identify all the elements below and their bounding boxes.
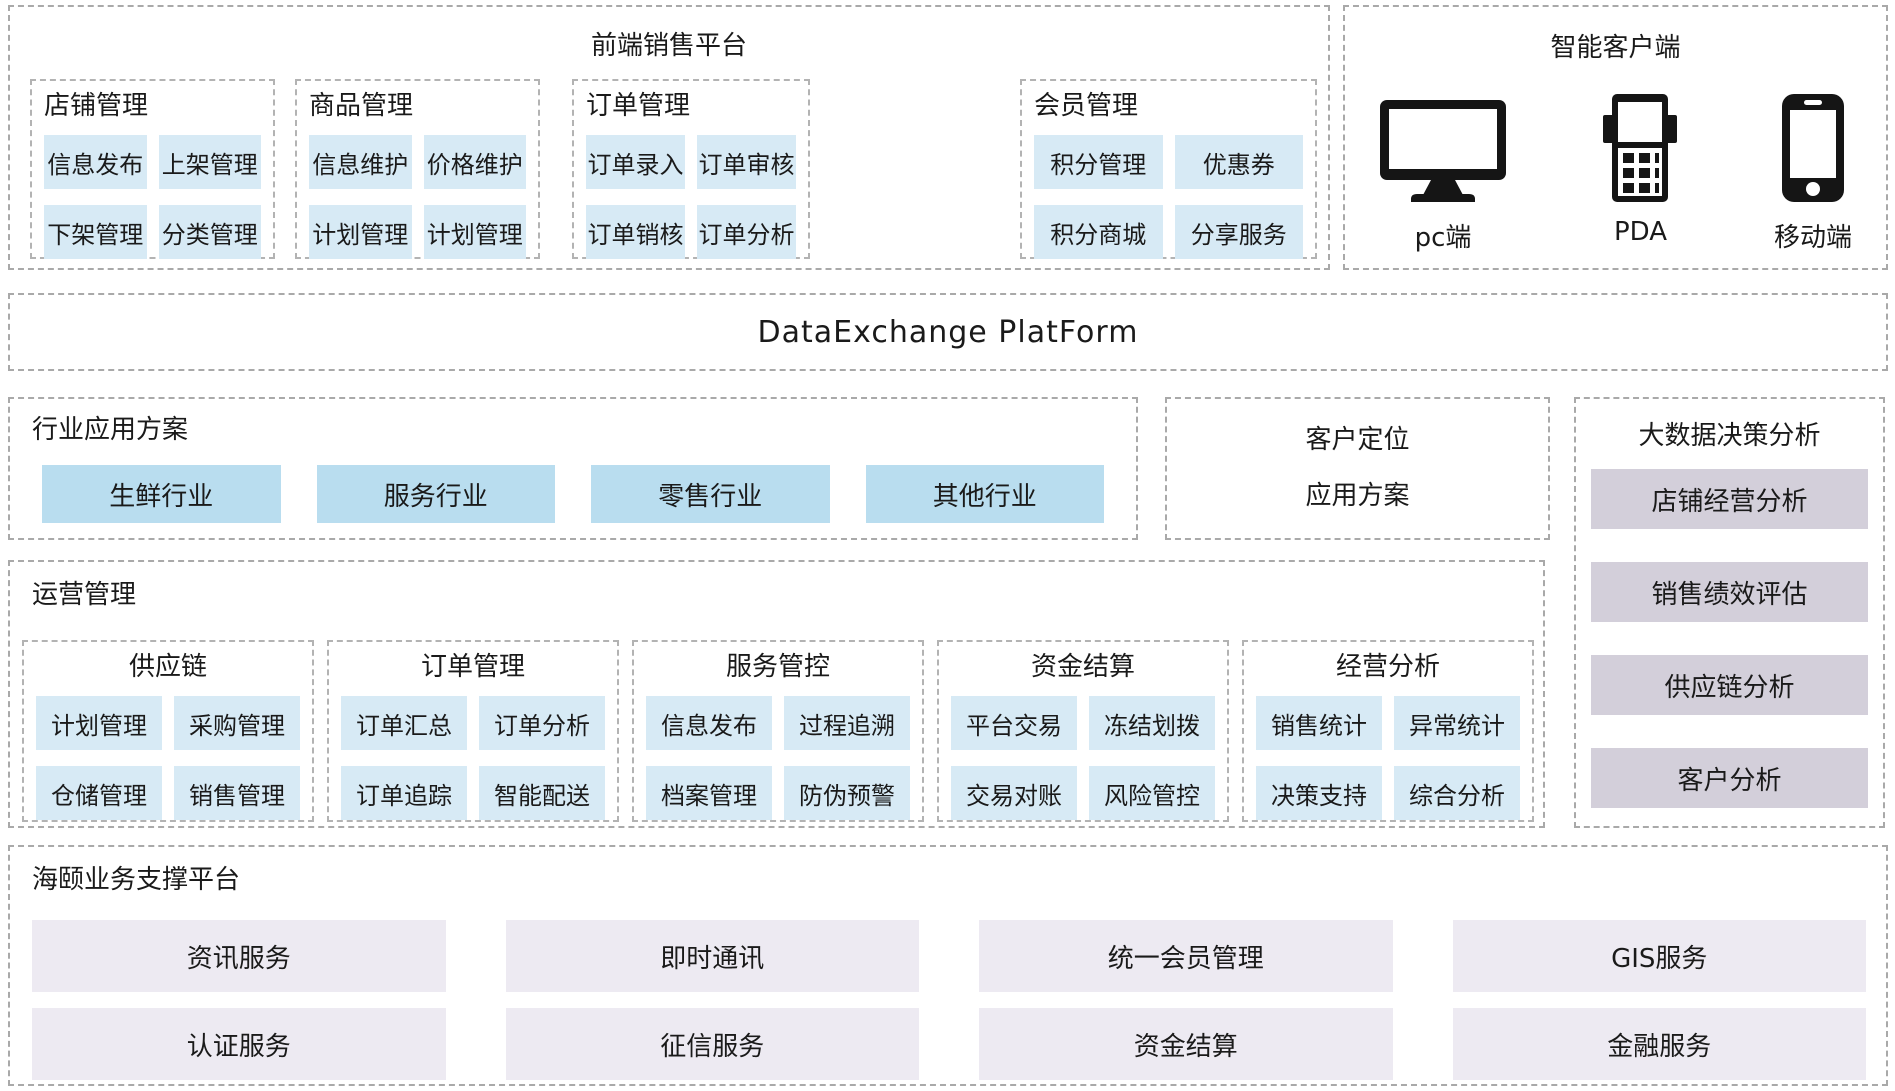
operations-title: 运营管理 [32,580,137,610]
service-chip: 资讯服务 [32,920,446,992]
module-chip: 订单追踪 [341,766,467,821]
module-chip: 订单汇总 [341,696,467,751]
group-store-management: 店铺管理 信息发布 上架管理 下架管理 分类管理 [30,79,275,260]
device-label: pc端 [1414,223,1472,253]
group-title: 供应链 [128,652,207,682]
group-member-management: 会员管理 积分管理 优惠券 积分商城 分享服务 [1020,79,1317,260]
service-chip: 金融服务 [1452,1008,1866,1080]
group-title: 服务管控 [725,652,830,682]
data-exchange-title: DataExchange PlatForm [757,314,1139,350]
support-platform-panel: 海颐业务支撑平台 资讯服务 即时通讯 统一会员管理 GIS服务 认证服务 征信服… [8,845,1888,1086]
service-chip: 即时通讯 [505,920,919,992]
module-chip: 上架管理 [158,135,261,190]
group-service-control: 服务管控 信息发布 过程追溯 档案管理 防伪预警 [632,640,924,822]
industry-chip: 生鲜行业 [42,465,281,523]
module-chip: 冻结划拨 [1089,696,1215,751]
module-chip: 平台交易 [951,696,1077,751]
operations-management-panel: 运营管理 供应链 计划管理 采购管理 仓储管理 销售管理 订单管理 订单汇总 订… [8,560,1545,828]
service-chip: 统一会员管理 [979,920,1393,992]
group-title: 订单管理 [586,91,691,121]
analysis-chip: 客户分析 [1591,748,1868,808]
module-chip: 积分商城 [1034,205,1163,260]
customer-positioning-line1: 客户定位 [1305,425,1410,456]
mobile-phone-icon [1781,85,1845,203]
industry-solutions-title: 行业应用方案 [32,415,189,445]
module-chip: 订单销核 [586,205,685,260]
industry-chip: 其他行业 [865,465,1104,523]
module-chip: 订单审核 [697,135,796,190]
group-title: 会员管理 [1034,91,1139,121]
smart-client-panel: 智能客户端 pc端 [1343,5,1888,270]
module-chip: 过程追溯 [784,696,910,751]
module-chip: 智能配送 [479,766,605,821]
module-chip: 决策支持 [1256,766,1382,821]
module-chip: 订单分析 [697,205,796,260]
group-business-analysis: 经营分析 销售统计 异常统计 决策支持 综合分析 [1242,640,1534,822]
module-chip: 计划管理 [309,205,412,260]
device-label: 移动端 [1773,223,1852,253]
module-chip: 仓储管理 [36,766,162,821]
service-chip: 认证服务 [32,1008,446,1080]
group-product-management: 商品管理 信息维护 价格维护 计划管理 计划管理 [295,79,540,260]
group-title: 商品管理 [309,91,414,121]
group-title: 订单管理 [420,652,525,682]
module-chip: 计划管理 [423,205,526,260]
analysis-chip: 店铺经营分析 [1591,469,1868,529]
module-chip: 积分管理 [1034,135,1163,190]
module-chip: 订单分析 [479,696,605,751]
group-order-management: 订单管理 订单录入 订单审核 订单销核 订单分析 [572,79,810,260]
group-title: 经营分析 [1335,652,1440,682]
module-chip: 异常统计 [1394,696,1520,751]
support-platform-title: 海颐业务支撑平台 [32,865,241,895]
module-chip: 信息发布 [646,696,772,751]
module-chip: 优惠券 [1174,135,1303,190]
module-chip: 价格维护 [423,135,526,190]
group-order-management-ops: 订单管理 订单汇总 订单分析 订单追踪 智能配送 [327,640,619,822]
service-chip: 资金结算 [979,1008,1393,1080]
module-chip: 信息发布 [44,135,147,190]
smart-client-title: 智能客户端 [1550,33,1681,63]
module-chip: 销售管理 [174,766,300,821]
group-supply-chain: 供应链 计划管理 采购管理 仓储管理 销售管理 [22,640,314,822]
desktop-monitor-icon [1379,85,1507,203]
module-chip: 档案管理 [646,766,772,821]
module-chip: 分类管理 [158,205,261,260]
module-chip: 下架管理 [44,205,147,260]
pda-device-icon [1602,85,1678,203]
module-chip: 防伪预警 [784,766,910,821]
data-exchange-platform-band: DataExchange PlatForm [8,293,1888,371]
device-mobile: 移动端 [1774,85,1852,254]
front-sales-platform-panel: 前端销售平台 店铺管理 信息发布 上架管理 下架管理 分类管理 商品管理 信息维… [8,5,1330,270]
module-chip: 订单录入 [586,135,685,190]
service-chip: 征信服务 [505,1008,919,1080]
big-data-analysis-panel: 大数据决策分析 店铺经营分析 销售绩效评估 供应链分析 客户分析 [1574,397,1885,828]
industry-solutions-panel: 行业应用方案 生鲜行业 服务行业 零售行业 其他行业 [8,397,1138,540]
module-chip: 交易对账 [951,766,1077,821]
module-chip: 计划管理 [36,696,162,751]
big-data-analysis-title: 大数据决策分析 [1638,421,1821,451]
module-chip: 销售统计 [1256,696,1382,751]
industry-chip: 零售行业 [591,465,830,523]
module-chip: 风险管控 [1089,766,1215,821]
module-chip: 分享服务 [1174,205,1303,260]
group-fund-settlement: 资金结算 平台交易 冻结划拨 交易对账 风险管控 [937,640,1229,822]
customer-positioning-panel: 客户定位 应用方案 [1165,397,1550,540]
service-chip: GIS服务 [1452,920,1866,992]
front-sales-platform-title: 前端销售平台 [590,31,747,61]
group-title: 资金结算 [1030,652,1135,682]
device-pda: PDA [1602,85,1678,254]
analysis-chip: 供应链分析 [1591,655,1868,715]
analysis-chip: 销售绩效评估 [1591,562,1868,622]
module-chip: 信息维护 [309,135,412,190]
device-label: PDA [1613,217,1667,247]
module-chip: 综合分析 [1394,766,1520,821]
customer-positioning-line2: 应用方案 [1305,480,1410,511]
device-pc: pc端 [1379,85,1507,254]
group-title: 店铺管理 [44,91,149,121]
module-chip: 采购管理 [174,696,300,751]
industry-chip: 服务行业 [316,465,555,523]
